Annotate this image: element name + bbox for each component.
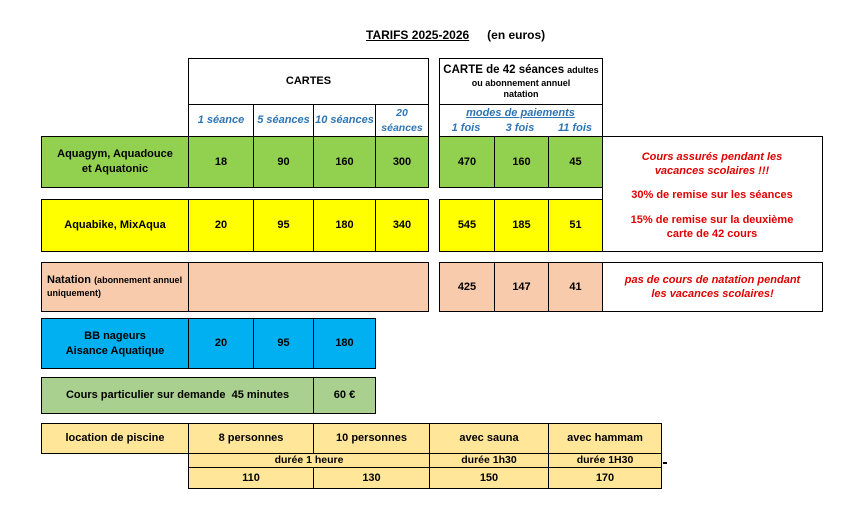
row-location-label: location de piscine [41, 423, 189, 454]
col-header-20-seances: 20 séances [375, 104, 429, 137]
row-bb-label: BB nageurs Aisance Aquatique [41, 318, 189, 369]
page-title-unit: (en euros) [487, 28, 546, 42]
aquabike-1-fois: 545 [439, 199, 495, 252]
aquabike-1-seance: 20 [188, 199, 254, 252]
natation-3-fois: 147 [494, 262, 549, 312]
page-title: TARIFS 2025-2026 [366, 28, 470, 42]
aquabike-10-seances: 180 [313, 199, 376, 252]
location-avec-sauna: avec sauna [429, 423, 549, 454]
bb-5-seances: 95 [253, 318, 314, 369]
aquabike-20-seances: 340 [375, 199, 429, 252]
trailing-mark [663, 462, 667, 464]
col-header-11-fois: 11 fois [557, 122, 593, 134]
location-price-10-personnes: 130 [313, 467, 430, 489]
aquabike-11-fois: 51 [548, 199, 603, 252]
location-10-personnes: 10 personnes [313, 423, 430, 454]
cours-particulier-price: 60 € [313, 377, 376, 414]
carte42-header: CARTE de 42 séances adultes ou abonnemen… [439, 58, 603, 105]
row-aquabike-label: Aquabike, MixAqua [41, 199, 189, 252]
col-header-3-fois: 3 fois [505, 122, 535, 134]
duree-1h30-hammam: durée 1H30 [548, 453, 662, 468]
aquagym-3-fois: 160 [494, 136, 549, 188]
location-price-8-personnes: 110 [188, 467, 314, 489]
aquagym-20-seances: 300 [375, 136, 429, 188]
aquagym-1-fois: 470 [439, 136, 495, 188]
col-header-1-fois: 1 fois [451, 122, 481, 134]
carte42-header-line1: CARTE de 42 séances adultes [443, 63, 599, 76]
duree-1-heure: durée 1 heure [188, 453, 430, 468]
aquagym-10-seances: 160 [313, 136, 376, 188]
location-price-hammam: 170 [548, 467, 662, 489]
aquabike-3-fois: 185 [494, 199, 549, 252]
carte42-header-line2: ou abonnement annuel [471, 77, 571, 88]
note-cours-vacances: Cours assurés pendant les vacances scola… [641, 150, 783, 177]
carte42-header-line3: natation [503, 88, 539, 99]
aquabike-5-seances: 95 [253, 199, 314, 252]
duree-1h30-sauna: durée 1h30 [429, 453, 549, 468]
col-header-1-seance: 1 séance [188, 104, 254, 137]
aquagym-11-fois: 45 [548, 136, 603, 188]
aquagym-5-seances: 90 [253, 136, 314, 188]
bb-1-seance: 20 [188, 318, 254, 369]
natation-cartes-empty [188, 262, 429, 312]
aquagym-1-seance: 18 [188, 136, 254, 188]
row-natation-label: Natation (abonnement annuel uniquement) [41, 262, 189, 312]
note-remise-seances: 30% de remise sur les séances [631, 188, 793, 201]
modes-paiement-header: modes de paiements 1 fois 3 fois 11 fois [439, 104, 603, 137]
row-aquagym-label: Aquagym, Aquadouce et Aquatonic [41, 136, 189, 188]
natation-11-fois: 41 [548, 262, 603, 312]
note-remise-carte: 15% de remise sur la deuxième carte de 4… [630, 213, 794, 240]
location-avec-hammam: avec hammam [548, 423, 662, 454]
location-price-sauna: 150 [429, 467, 549, 489]
natation-1-fois: 425 [439, 262, 495, 312]
natation-label-line: Natation (abonnement annuel uniquement) [47, 273, 183, 298]
col-header-5-seances: 5 séances [253, 104, 314, 137]
row-cours-particulier-label: Cours particulier sur demande 45 minutes [41, 377, 314, 414]
location-8-personnes: 8 personnes [188, 423, 314, 454]
col-header-10-seances: 10 séances [313, 104, 376, 137]
cartes-header: CARTES [188, 58, 429, 105]
page-title-block: TARIFS 2025-2026 (en euros) [366, 26, 545, 44]
modes-paiement-label: modes de paiements [466, 107, 575, 119]
bb-10-seances: 180 [313, 318, 376, 369]
note-natation: pas de cours de natation pendant les vac… [602, 262, 823, 312]
notes-box: Cours assurés pendant les vacances scola… [602, 136, 823, 252]
